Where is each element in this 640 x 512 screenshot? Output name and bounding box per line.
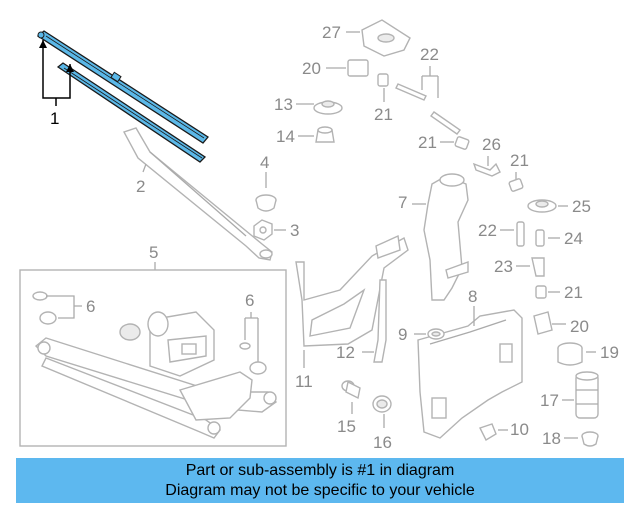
callout-21-top: 21: [374, 105, 393, 124]
callout-27: 27: [322, 23, 341, 42]
callout-7: 7: [398, 193, 407, 212]
callout-11: 11: [295, 372, 313, 391]
grommet-part-6-left: [32, 291, 57, 325]
callout-4: 4: [260, 153, 269, 172]
wiper-blade-part-1[interactable]: [36, 30, 209, 163]
filler-neck-part-7: [423, 173, 469, 301]
wiper-linkage: [34, 337, 278, 439]
callout-22-top: 22: [420, 45, 439, 64]
callout-12: 12: [336, 343, 355, 362]
callout-5: 5: [149, 243, 158, 262]
banner-line-1: Part or sub-assembly is #1 in diagram: [185, 462, 455, 479]
reservoir-part-8: [417, 309, 523, 439]
callout-25: 25: [572, 197, 591, 216]
callout-16: 16: [373, 433, 392, 452]
valve-part-26: [472, 162, 501, 177]
nut-part-3: [253, 219, 273, 241]
cap-part-4: [255, 194, 277, 212]
hose-part-22: [395, 83, 461, 135]
callout-19: 19: [600, 343, 619, 362]
callout-20-top: 20: [302, 59, 321, 78]
motor-assembly-box: [19, 269, 287, 447]
callout-21-mid: 21: [418, 133, 437, 152]
callout-1-leaders: [39, 40, 74, 106]
seal-part-9: [427, 328, 445, 340]
connector-part-24: [535, 229, 545, 247]
bracket-part-11: [295, 234, 409, 347]
clip-part-10: [479, 423, 497, 441]
callout-14: 14: [276, 127, 295, 146]
callout-23: 23: [494, 257, 513, 276]
callout-3: 3: [290, 221, 299, 240]
hose-part-22-right: [516, 221, 525, 247]
callout-8: 8: [468, 287, 477, 306]
connector-part-21-mid: [454, 136, 470, 150]
callout-6-left: 6: [86, 297, 95, 316]
wiper-arm-part-2: [122, 127, 273, 261]
connector-part-23: [531, 257, 545, 277]
callout-13: 13: [274, 95, 293, 114]
grommet-part-25: [527, 199, 557, 213]
pump-part-15: [341, 380, 361, 400]
callout-21-lower: 21: [564, 283, 583, 302]
callout-9: 9: [398, 325, 407, 344]
banner-line-2: Diagram may not be specific to your vehi…: [165, 482, 475, 499]
callout-2: 2: [136, 177, 145, 196]
info-banner: Part or sub-assembly is #1 in diagram Di…: [16, 458, 624, 503]
wiper-motor: [119, 311, 215, 377]
callout-6-right: 6: [245, 291, 254, 310]
connector-part-20-top: [347, 59, 369, 77]
connector-part-21-lower: [535, 285, 547, 299]
callout-26: 26: [482, 135, 501, 154]
grommet-part-6-right: [239, 342, 267, 375]
seal-part-16: [372, 395, 392, 413]
connector-part-20-lower: [533, 311, 553, 335]
grommet-part-19: [557, 342, 583, 366]
callout-15: 15: [337, 417, 356, 436]
connector-part-21-top: [377, 73, 389, 87]
washer-pump-part-17: [575, 371, 599, 419]
connector-part-21-right: [508, 178, 524, 192]
callout-18: 18: [542, 429, 561, 448]
callout-24: 24: [564, 229, 583, 248]
bushing-part-13: [313, 100, 343, 115]
tube-part-12: [373, 279, 387, 363]
callout-17: 17: [540, 391, 559, 410]
callout-1: 1: [50, 109, 59, 128]
callout-21-right: 21: [510, 151, 529, 170]
nozzle-part-27: [361, 19, 411, 57]
callout-20-lower: 20: [570, 317, 589, 336]
callout-10: 10: [510, 420, 529, 439]
grommet-part-18: [581, 431, 599, 447]
callout-22-right: 22: [478, 221, 497, 240]
cap-part-14: [315, 126, 335, 143]
